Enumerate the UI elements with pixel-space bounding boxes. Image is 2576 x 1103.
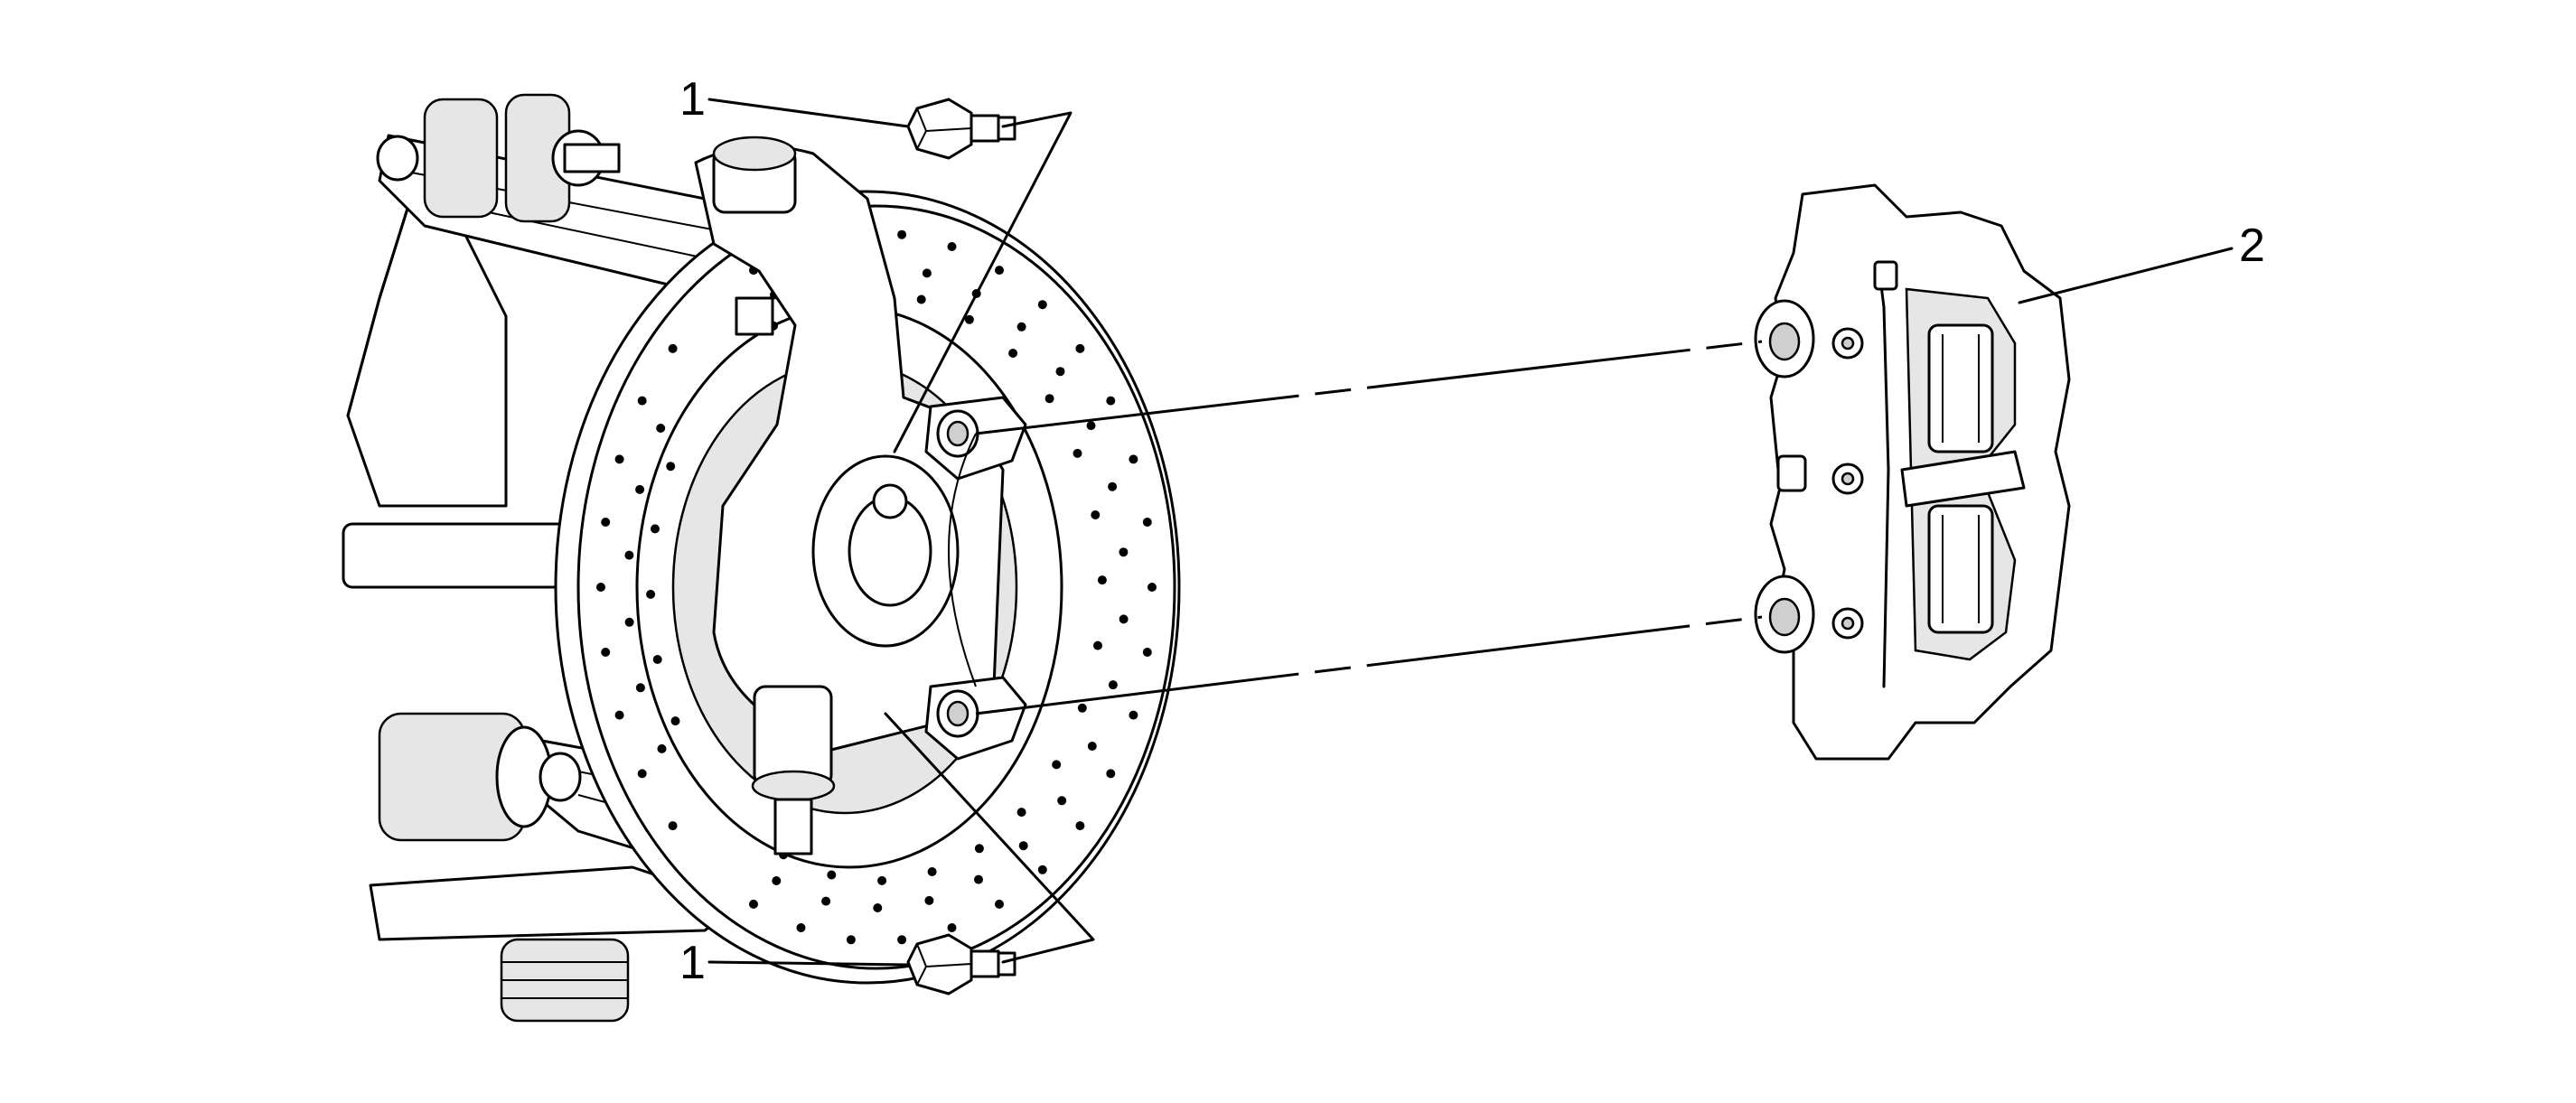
rotor-drill-hole [1016,322,1026,332]
rotor-drill-hole [668,343,678,353]
caliper-bolt-upper [906,98,1016,160]
rotor-drill-hole [897,935,907,945]
steering-knuckle [694,136,1027,855]
rotor-drill-hole [1055,367,1065,377]
rotor-drill-hole [624,550,634,560]
rotor-drill-hole [947,923,957,932]
rotor-drill-hole [772,876,782,885]
rotor-drill-hole [637,396,647,406]
rotor-drill-hole [1108,481,1118,491]
rotor-drill-hole [651,524,660,534]
rotor-drill-hole [995,266,1004,276]
rotor-drill-hole [1052,760,1062,770]
rotor-drill-hole [666,462,676,472]
rotor-drill-hole [646,589,656,599]
rotor-drill-hole [670,716,680,726]
rotor-drill-hole [927,867,937,876]
rotor-drill-hole [1057,796,1067,806]
rotor-drill-hole [897,229,907,239]
upper-bushing [376,93,621,223]
rotor-drill-hole [873,903,883,912]
rotor-drill-hole [846,935,856,945]
rotor-drill-hole [1142,648,1152,657]
rotor-drill-hole [668,821,678,831]
rotor-drill-hole [1073,448,1082,458]
rotor-drill-hole [964,314,974,324]
spring-seat [500,938,630,1023]
knuckle-caliper-mount-upper [924,396,1027,481]
callout-label-2: 2 [2239,220,2265,272]
rotor-drill-hole [1129,710,1138,720]
rotor-drill-hole [656,424,666,433]
rotor-drill-hole [1106,769,1116,779]
leader-lines [707,98,2234,967]
rotor-drill-hole [749,899,758,909]
rotor-drill-hole [821,896,831,906]
rotor-drill-hole [635,484,645,494]
rotor-drill-hole [1077,703,1087,713]
rotor-drill-hole [1044,394,1054,404]
rotor-drill-hole [1075,343,1085,353]
rotor-drill-hole [922,268,932,278]
rotor-drill-hole [614,454,624,464]
rotor-drill-hole [1037,865,1047,874]
rotor-drill-hole [1087,742,1097,751]
callout-label-1-upper: 1 [679,73,706,126]
alignment-lines [975,340,1763,715]
rotor-drill-hole [1016,808,1026,818]
rotor-drill-hole [1129,454,1138,464]
brake-caliper [1754,183,2071,761]
rotor-drill-hole [596,583,605,592]
rotor-drill-hole [974,874,983,884]
rotor-drill-hole [1018,841,1028,851]
rotor-drill-hole [1091,510,1101,519]
rotor-drill-hole [614,710,624,720]
rotor-drill-hole [601,648,611,657]
rotor-drill-hole [1086,421,1096,431]
rotor-drill-hole [601,518,611,527]
rotor-drill-hole [1097,575,1107,585]
rotor-drill-hole [1119,614,1129,624]
rotor-drill-hole [1008,349,1018,358]
rotor-drill-hole [1106,396,1116,406]
rotor-drill-hole [624,617,634,627]
rotor-drill-hole [1075,821,1085,831]
rotor-drill-hole [1142,518,1152,527]
rotor-drill-hole [1119,547,1129,557]
rotor-drill-hole [947,242,957,251]
callout-label-1-lower: 1 [679,937,706,989]
rotor-drill-hole [1093,640,1102,650]
caliper-bolt-lower [906,933,1016,996]
rotor-drill-hole [1108,680,1118,690]
rotor-drill-hole [1147,583,1157,592]
rotor-drill-hole [637,769,647,779]
rotor-drill-hole [877,875,887,885]
rotor-drill-hole [796,923,806,932]
lower-bushing [378,712,582,842]
rotor-drill-hole [974,844,984,854]
rotor-drill-hole [995,899,1004,909]
rotor-drill-hole [652,655,662,664]
rotor-drill-hole [924,895,934,905]
rotor-drill-hole [635,683,645,693]
rotor-drill-hole [657,743,667,753]
rotor-drill-hole [827,870,837,880]
rotor-drill-hole [1037,300,1047,310]
rotor-drill-hole [916,294,926,304]
